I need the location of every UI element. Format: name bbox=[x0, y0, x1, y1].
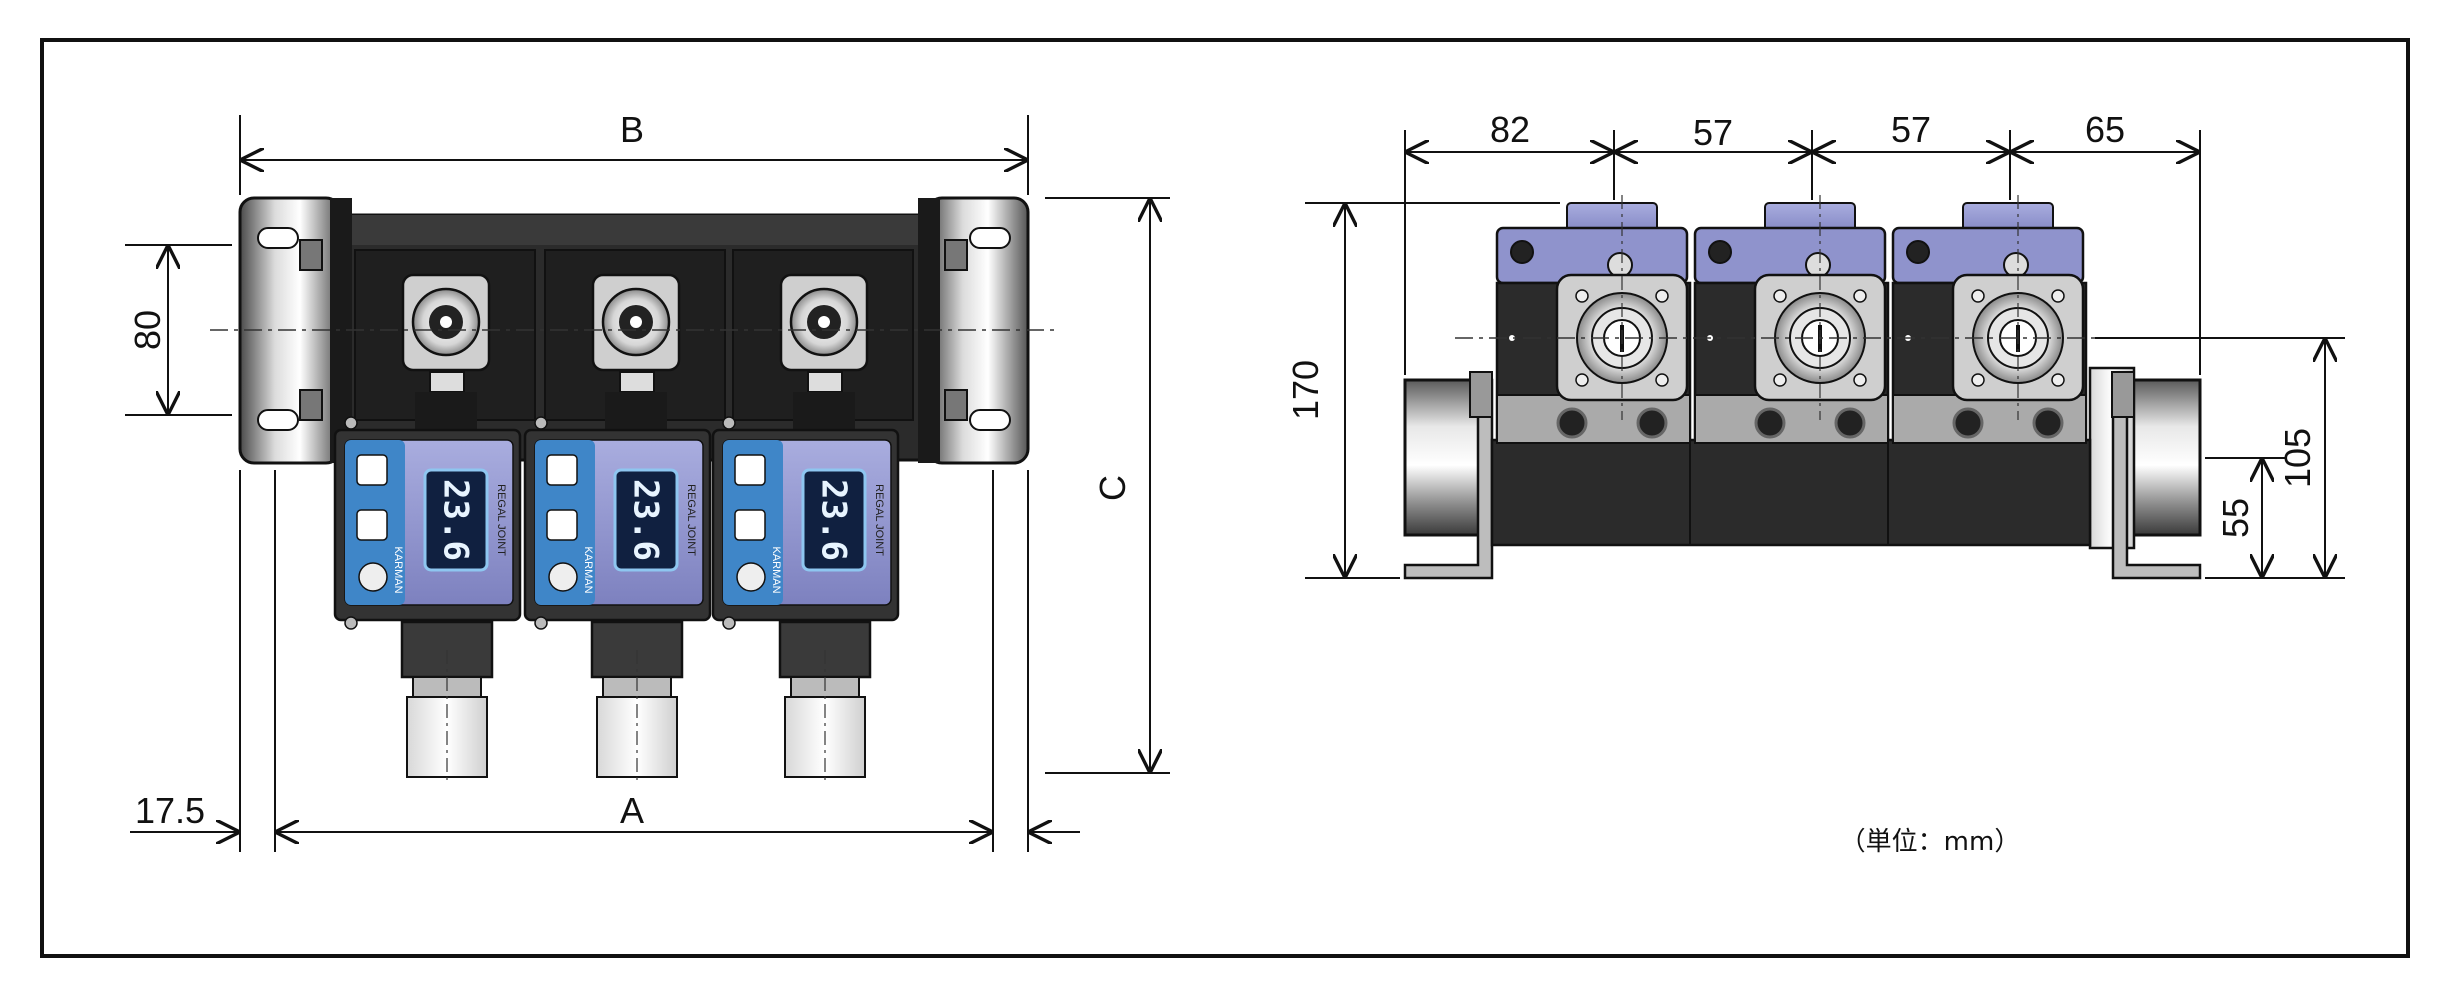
dim-label-pitch-4: 65 bbox=[2085, 109, 2125, 150]
dial-knob[interactable] bbox=[358, 562, 388, 592]
side-view bbox=[1403, 195, 2202, 580]
mode-button[interactable] bbox=[356, 509, 388, 541]
dim-label-17-5: 17.5 bbox=[135, 790, 205, 831]
bottom-fitting bbox=[590, 620, 684, 679]
display-value: 23.6 bbox=[626, 479, 666, 561]
side-lower-body bbox=[1490, 438, 2092, 547]
brand-label: KARMAN bbox=[582, 546, 594, 593]
brand-label: KARMAN bbox=[770, 546, 782, 593]
unit-note: （単位：mm） bbox=[1840, 827, 2021, 857]
dim-label-pitch-1: 82 bbox=[1490, 109, 1530, 150]
side-valve-unit bbox=[1693, 195, 1890, 444]
dim-label-80: 80 bbox=[127, 310, 168, 350]
front-valve-unit: 23.6 REGAL JOINT KARMAN bbox=[711, 249, 914, 780]
dim-label-c: C bbox=[1092, 475, 1133, 501]
heat-button[interactable] bbox=[356, 454, 388, 486]
model-label: REGAL JOINT bbox=[685, 484, 697, 556]
dim-label-b: B bbox=[620, 109, 644, 150]
dial-knob[interactable] bbox=[736, 562, 766, 592]
dim-label-105: 105 bbox=[2277, 428, 2318, 488]
temperature-display bbox=[801, 468, 867, 572]
heat-button[interactable] bbox=[734, 454, 766, 486]
side-valve-unit bbox=[1891, 195, 2088, 444]
heat-button[interactable] bbox=[546, 454, 578, 486]
bottom-fitting bbox=[778, 620, 872, 679]
dial-knob[interactable] bbox=[548, 562, 578, 592]
dim-label-170: 170 bbox=[1285, 360, 1326, 420]
side-dimension-labels: 82 57 57 65 170 105 55 bbox=[1285, 109, 2318, 538]
side-dimensions bbox=[1305, 130, 2345, 579]
side-valve-unit bbox=[1495, 195, 1692, 444]
dim-label-a: A bbox=[620, 790, 644, 831]
bottom-fitting bbox=[400, 620, 494, 679]
mode-button[interactable] bbox=[546, 509, 578, 541]
display-value: 23.6 bbox=[814, 479, 854, 561]
front-dimension-labels: B 80 C A 17.5 bbox=[127, 109, 1133, 831]
temperature-display bbox=[613, 468, 679, 572]
front-dimensions bbox=[125, 115, 1170, 852]
model-label: REGAL JOINT bbox=[495, 484, 507, 556]
mode-button[interactable] bbox=[734, 509, 766, 541]
dim-label-55: 55 bbox=[2215, 498, 2256, 538]
model-label: REGAL JOINT bbox=[873, 484, 885, 556]
brand-label: KARMAN bbox=[392, 546, 404, 593]
display-value: 23.6 bbox=[436, 479, 476, 561]
temperature-display bbox=[423, 468, 489, 572]
dim-label-pitch-3: 57 bbox=[1891, 109, 1931, 150]
front-valve-unit: 23.6 REGAL JOINT KARMAN bbox=[523, 249, 726, 780]
front-valve-unit: 23.6 REGAL JOINT KARMAN bbox=[333, 249, 536, 780]
drawing-frame bbox=[40, 38, 2410, 958]
front-view: 23.6 REGAL JOINT KARMAN 23.6 REGAL JOINT KARM… bbox=[210, 196, 1060, 780]
dim-label-pitch-2: 57 bbox=[1693, 112, 1733, 153]
